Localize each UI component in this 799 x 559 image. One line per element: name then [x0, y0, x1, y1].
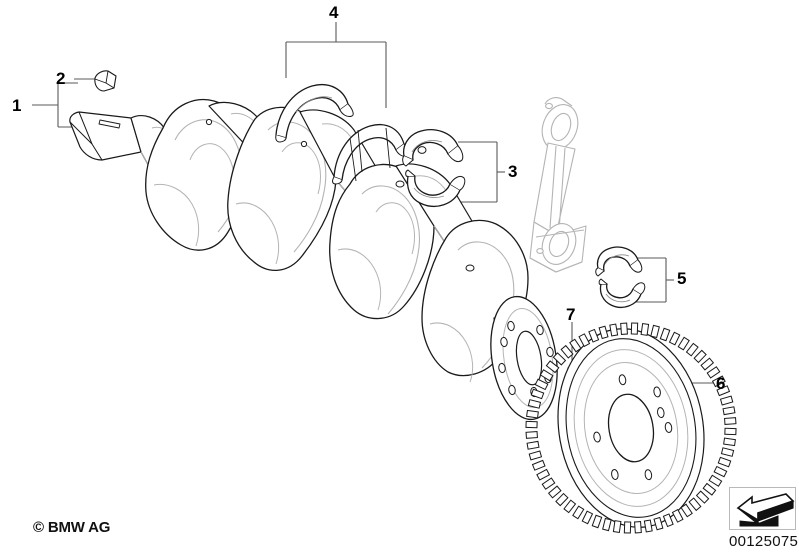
callout-leader-lines	[32, 22, 713, 384]
part-thrust-bearing-half-shells	[275, 84, 410, 185]
copyright-notice: © BMW AG	[33, 519, 111, 536]
part-main-bearing-shell-pair-large	[402, 129, 466, 207]
callout-label-1: 1	[12, 96, 22, 115]
part-conrod-bearing-shell-pair	[595, 246, 646, 309]
callout-label-2: 2	[56, 69, 66, 88]
callout-label-7: 7	[566, 305, 576, 324]
direction-arrow-box	[729, 487, 796, 530]
part-crankshaft-assembly	[69, 98, 558, 421]
diagram-part-number: 00125075	[729, 533, 799, 550]
callout-label-3: 3	[508, 162, 518, 181]
three-dimensional-arrow-icon	[736, 493, 795, 527]
callout-label-6: 6	[716, 374, 726, 393]
callout-label-5: 5	[677, 269, 687, 288]
callout-label-4: 4	[329, 3, 339, 22]
connecting-rod-phantom	[529, 97, 587, 273]
part-woodruff-key	[94, 70, 117, 92]
crankshaft-flange	[490, 295, 558, 421]
part-flywheel-trigger-wheel	[525, 322, 737, 534]
